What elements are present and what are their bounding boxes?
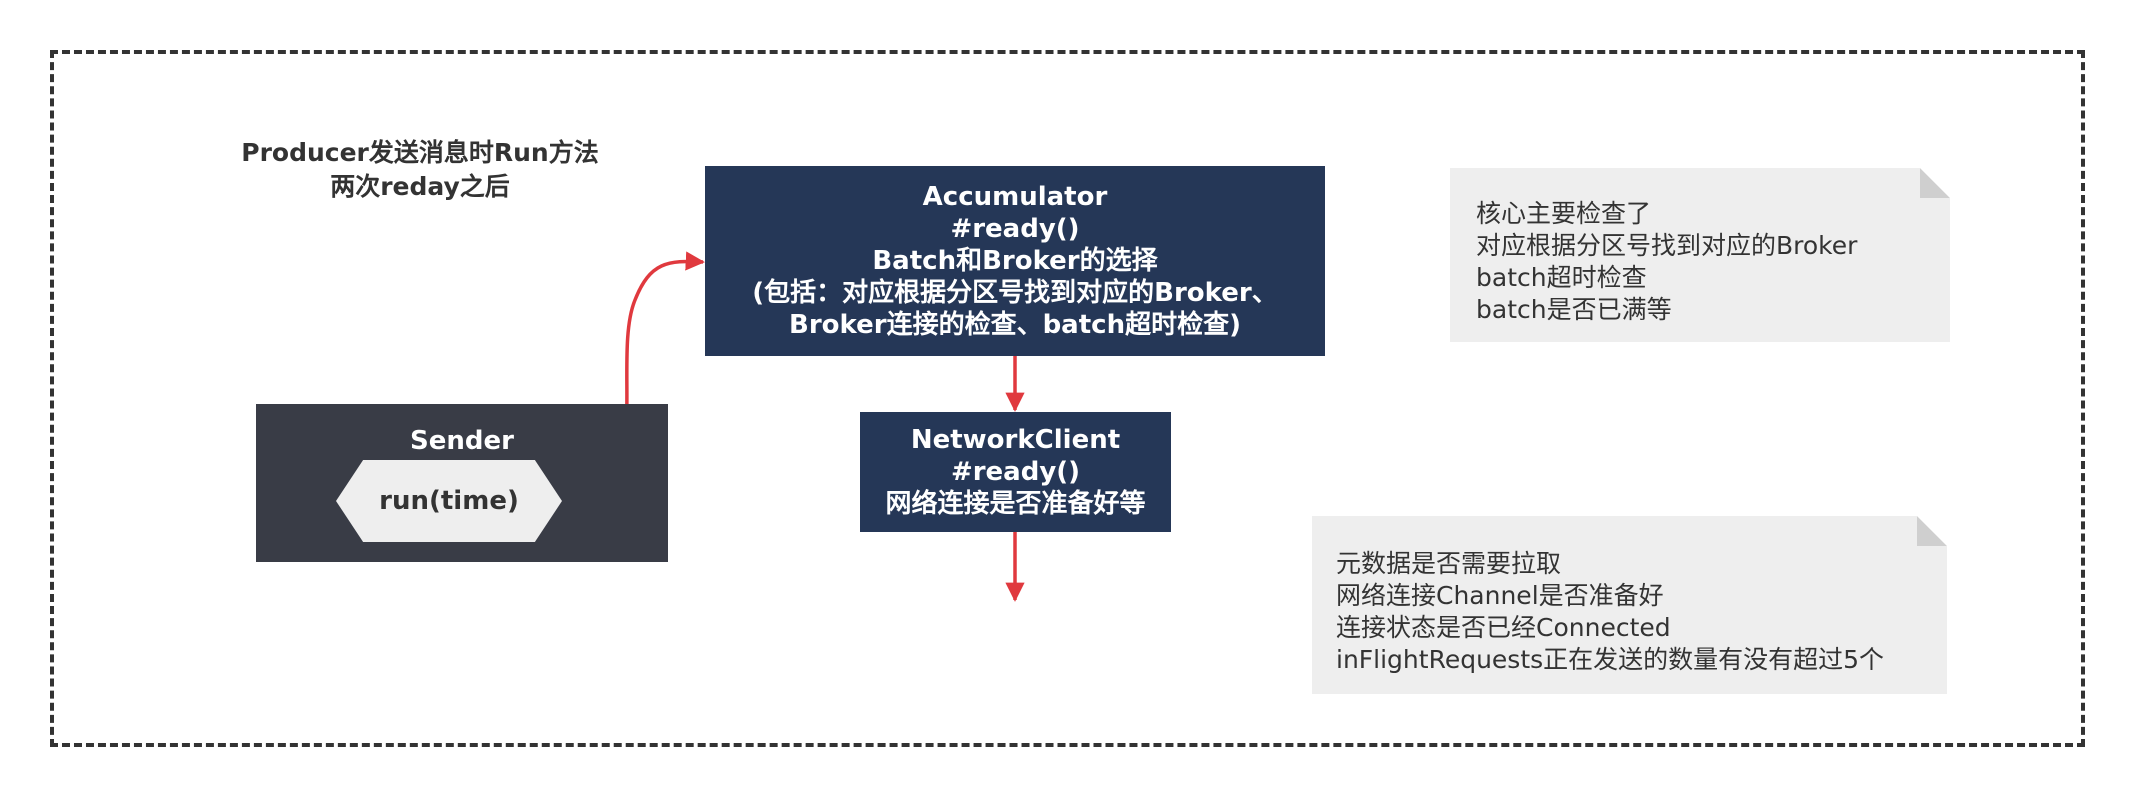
note-core-checks: 核心主要检查了 对应根据分区号找到对应的Broker batch超时检查 bat…: [1450, 168, 1950, 342]
networkclient-box: NetworkClient #ready() 网络连接是否准备好等: [860, 412, 1171, 532]
sender-box: Sender run(time): [256, 404, 668, 562]
accumulator-line-3: Batch和Broker的选择: [872, 246, 1158, 276]
note2-line-1: 元数据是否需要拉取: [1336, 549, 1562, 578]
note1-line-4: batch是否已满等: [1476, 295, 1672, 324]
heading-line-2: 两次reday之后: [330, 172, 510, 201]
diagram-frame: [50, 50, 2085, 747]
networkclient-desc: 网络连接是否准备好等: [885, 489, 1146, 519]
accumulator-box: Accumulator #ready() Batch和Broker的选择 (包括…: [705, 166, 1325, 356]
note2-line-4: inFlightRequests正在发送的数量有没有超过5个: [1336, 645, 1885, 674]
note-network-checks: 元数据是否需要拉取 网络连接Channel是否准备好 连接状态是否已经Conne…: [1312, 516, 1947, 694]
sender-title: Sender: [410, 426, 514, 456]
diagram-heading: Producer发送消息时Run方法 两次reday之后: [200, 136, 640, 204]
note2-line-3: 连接状态是否已经Connected: [1336, 613, 1671, 642]
networkclient-title: NetworkClient: [910, 425, 1121, 455]
accumulator-method: #ready(): [950, 214, 1080, 244]
run-method-label: run(time): [379, 486, 519, 516]
accumulator-line-4: (包括：对应根据分区号找到对应的Broker、: [752, 278, 1278, 308]
accumulator-title: Accumulator: [922, 182, 1108, 212]
note1-line-3: batch超时检查: [1476, 263, 1647, 292]
run-method-node: run(time): [336, 460, 562, 542]
accumulator-line-5: Broker连接的检查、batch超时检查): [789, 310, 1241, 340]
heading-line-1: Producer发送消息时Run方法: [241, 138, 599, 167]
networkclient-method: #ready(): [950, 457, 1081, 487]
note1-line-2: 对应根据分区号找到对应的Broker: [1476, 231, 1858, 260]
note2-line-2: 网络连接Channel是否准备好: [1336, 581, 1664, 610]
note1-line-1: 核心主要检查了: [1476, 199, 1652, 228]
